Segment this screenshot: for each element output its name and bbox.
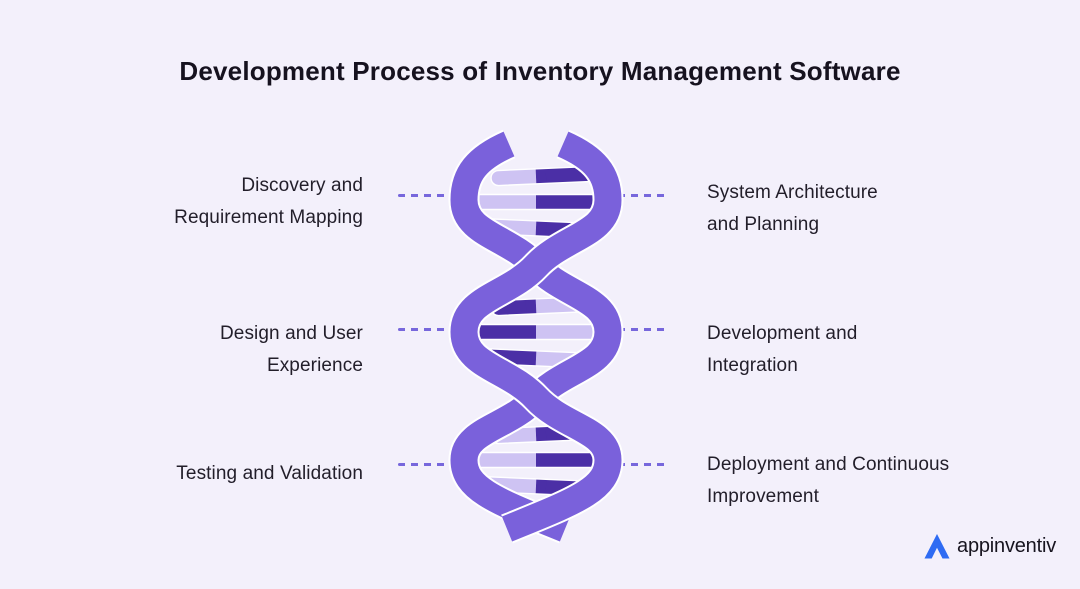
step-label-design: Design and User Experience	[220, 318, 363, 382]
step-label-discovery: Discovery and Requirement Mapping	[174, 170, 363, 234]
step-label-testing: Testing and Validation	[176, 458, 363, 490]
helix-strand	[450, 131, 622, 542]
connector-dashed-line	[398, 463, 450, 466]
page-title: Development Process of Inventory Managem…	[179, 56, 901, 86]
step-label-line: Testing and Validation	[176, 463, 363, 484]
dna-helix-illustration	[448, 129, 624, 544]
helix-strand	[450, 131, 622, 542]
helix-rung	[466, 451, 608, 469]
connector-dashed-line	[398, 328, 450, 331]
step-label-line: Discovery and	[241, 175, 363, 196]
step-label-line: Development and	[707, 323, 858, 344]
step-label-architecture: System Architecture and Planning	[707, 177, 878, 241]
step-label-line: Requirement Mapping	[174, 207, 363, 228]
step-label-development: Development and Integration	[707, 318, 857, 382]
step-label-line: Design and User	[219, 323, 363, 344]
step-label-line: Deployment and Continuous	[707, 454, 950, 475]
connector-dashed-line	[618, 194, 670, 197]
helix-rung	[466, 323, 608, 341]
appinventiv-logo: appinventiv	[924, 532, 1056, 560]
appinventiv-wordmark: appinventiv	[957, 534, 1056, 557]
step-label-line: and Planning	[707, 214, 820, 235]
helix-rung	[466, 193, 608, 211]
step-label-line: Improvement	[707, 486, 819, 507]
connector-dashed-line	[618, 328, 670, 331]
step-label-line: System Architecture	[707, 182, 878, 203]
step-label-deployment: Deployment and Continuous Improvement	[707, 449, 949, 513]
connector-dashed-line	[618, 463, 670, 466]
appinventiv-triangle-icon	[924, 533, 950, 559]
connector-dashed-line	[398, 194, 450, 197]
step-label-line: Integration	[707, 355, 798, 376]
step-label-line: Experience	[266, 355, 363, 376]
